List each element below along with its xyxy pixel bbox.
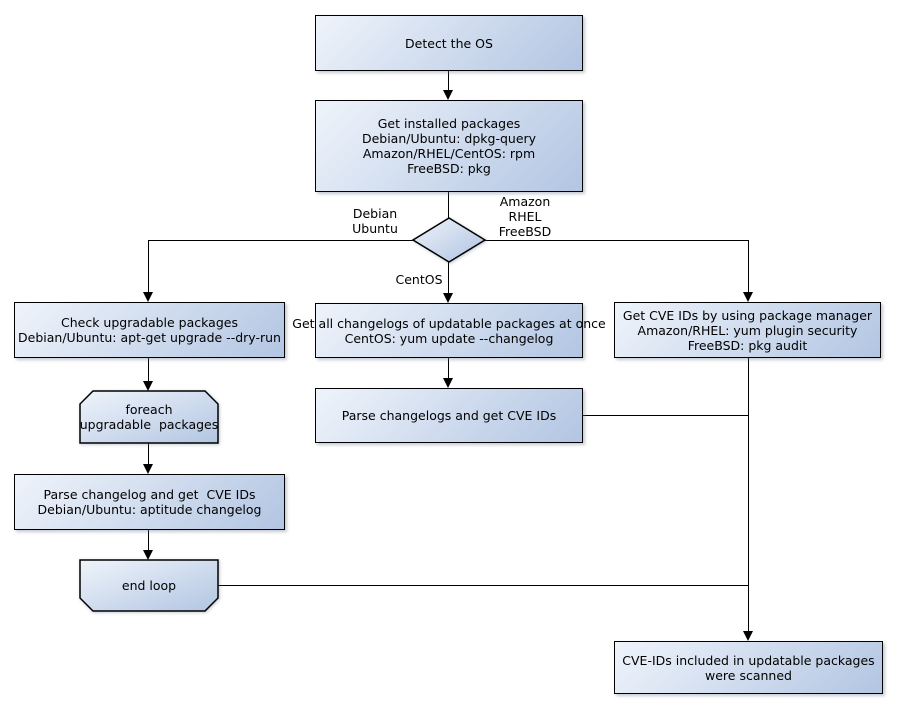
node-parse-changelog-debian: Parse changelog and get CVE IDs Debian/U…	[14, 474, 285, 530]
node-get-installed-packages-label: Get installed packages Debian/Ubuntu: dp…	[361, 116, 537, 176]
edge-decision-right-vertical	[748, 240, 749, 293]
edge-trunk-to-result	[748, 358, 749, 632]
node-get-all-changelogs: Get all changelogs of updatable packages…	[292, 303, 606, 358]
arrowhead-into-get-all-changelogs	[443, 293, 453, 303]
node-check-upgradable-label: Check upgradable packages Debian/Ubuntu:…	[18, 315, 281, 345]
arrowhead-into-get-cve-ids	[743, 292, 753, 302]
node-get-cve-ids-pkg-manager: Get CVE IDs by using package manager Ama…	[614, 302, 881, 358]
node-parse-changelogs-centos: Parse changelogs and get CVE IDs	[315, 388, 583, 443]
node-detect-os-label: Detect the OS	[405, 35, 493, 51]
edge-changelogs-to-parse-mid	[448, 358, 449, 379]
arrowhead-into-result	[743, 631, 753, 641]
edge-detect-to-installed	[448, 71, 449, 91]
node-scan-result: CVE-IDs included in updatable packages w…	[614, 641, 883, 694]
arrowhead-into-parse-changelog	[143, 464, 153, 474]
edge-decision-left-horizontal	[148, 240, 413, 241]
node-foreach-loop: foreach upgradable packages	[79, 390, 219, 444]
edge-installed-to-decision	[448, 192, 449, 219]
edge-parse-to-endloop	[148, 530, 149, 551]
node-get-installed-packages: Get installed packages Debian/Ubuntu: dp…	[315, 100, 583, 192]
edge-decision-right-horizontal	[484, 240, 748, 241]
branch-label-centos: CentOS	[395, 272, 443, 287]
edge-endloop-to-trunk	[218, 585, 749, 586]
branch-label-debian-ubuntu: Debian Ubuntu	[352, 206, 398, 236]
node-check-upgradable: Check upgradable packages Debian/Ubuntu:…	[14, 302, 285, 358]
arrowhead-into-check-upgradable	[143, 292, 153, 302]
arrowhead-into-foreach	[143, 381, 153, 391]
os-decision-diamond	[411, 217, 487, 263]
node-parse-changelog-debian-label: Parse changelog and get CVE IDs Debian/U…	[37, 487, 262, 517]
node-end-loop-label: end loop	[121, 578, 177, 593]
node-scan-result-label: CVE-IDs included in updatable packages w…	[622, 652, 875, 683]
node-detect-os: Detect the OS	[315, 15, 583, 71]
node-end-loop: end loop	[79, 559, 219, 612]
edge-decision-to-changelogs	[448, 261, 449, 294]
edge-parse-mid-to-trunk	[583, 415, 749, 416]
node-foreach-loop-label: foreach upgradable packages	[79, 402, 219, 432]
edge-foreach-to-parse	[148, 443, 149, 465]
arrowhead-into-parse-changelogs-mid	[443, 378, 453, 388]
branch-label-amazon-rhel-freebsd: Amazon RHEL FreeBSD	[498, 194, 552, 239]
arrowhead-into-end-loop	[143, 550, 153, 560]
node-end-loop-shape	[79, 559, 219, 612]
arrowhead-into-installed	[443, 90, 453, 100]
edge-decision-left-vertical	[148, 240, 149, 293]
node-foreach-loop-shape	[79, 390, 219, 444]
node-parse-changelogs-centos-label: Parse changelogs and get CVE IDs	[341, 408, 557, 423]
node-get-cve-ids-pkg-manager-label: Get CVE IDs by using package manager Ama…	[622, 307, 873, 353]
node-get-all-changelogs-label: Get all changelogs of updatable packages…	[292, 315, 606, 346]
edge-check-to-foreach	[148, 358, 149, 382]
